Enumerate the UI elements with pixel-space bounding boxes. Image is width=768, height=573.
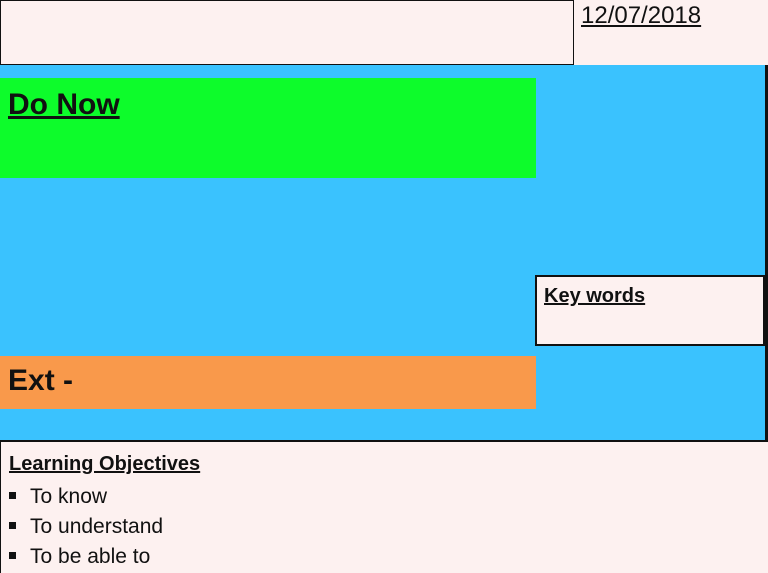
objectives-list: To know To understand To be able to	[9, 482, 163, 572]
date-text: 12/07/2018	[581, 2, 702, 29]
square-bullet-icon	[9, 521, 16, 529]
list-item: To know	[9, 482, 163, 512]
extension-box: Ext -	[0, 356, 536, 409]
list-item: To understand	[9, 512, 163, 542]
extension-title: Ext -	[8, 364, 74, 397]
do-now-title: Do Now	[8, 88, 120, 121]
square-bullet-icon	[9, 491, 16, 499]
date-cell: 12/07/2018	[573, 0, 768, 65]
right-border	[765, 65, 768, 573]
do-now-box	[0, 78, 536, 178]
learning-objectives-title: Learning Objectives	[9, 453, 201, 475]
key-words-title: Key words	[544, 285, 646, 307]
learning-objectives-box: Learning Objectives To know To understan…	[0, 440, 768, 573]
list-item: To be able to	[9, 542, 163, 572]
square-bullet-icon	[9, 551, 16, 559]
key-words-box: Key words	[535, 275, 765, 346]
